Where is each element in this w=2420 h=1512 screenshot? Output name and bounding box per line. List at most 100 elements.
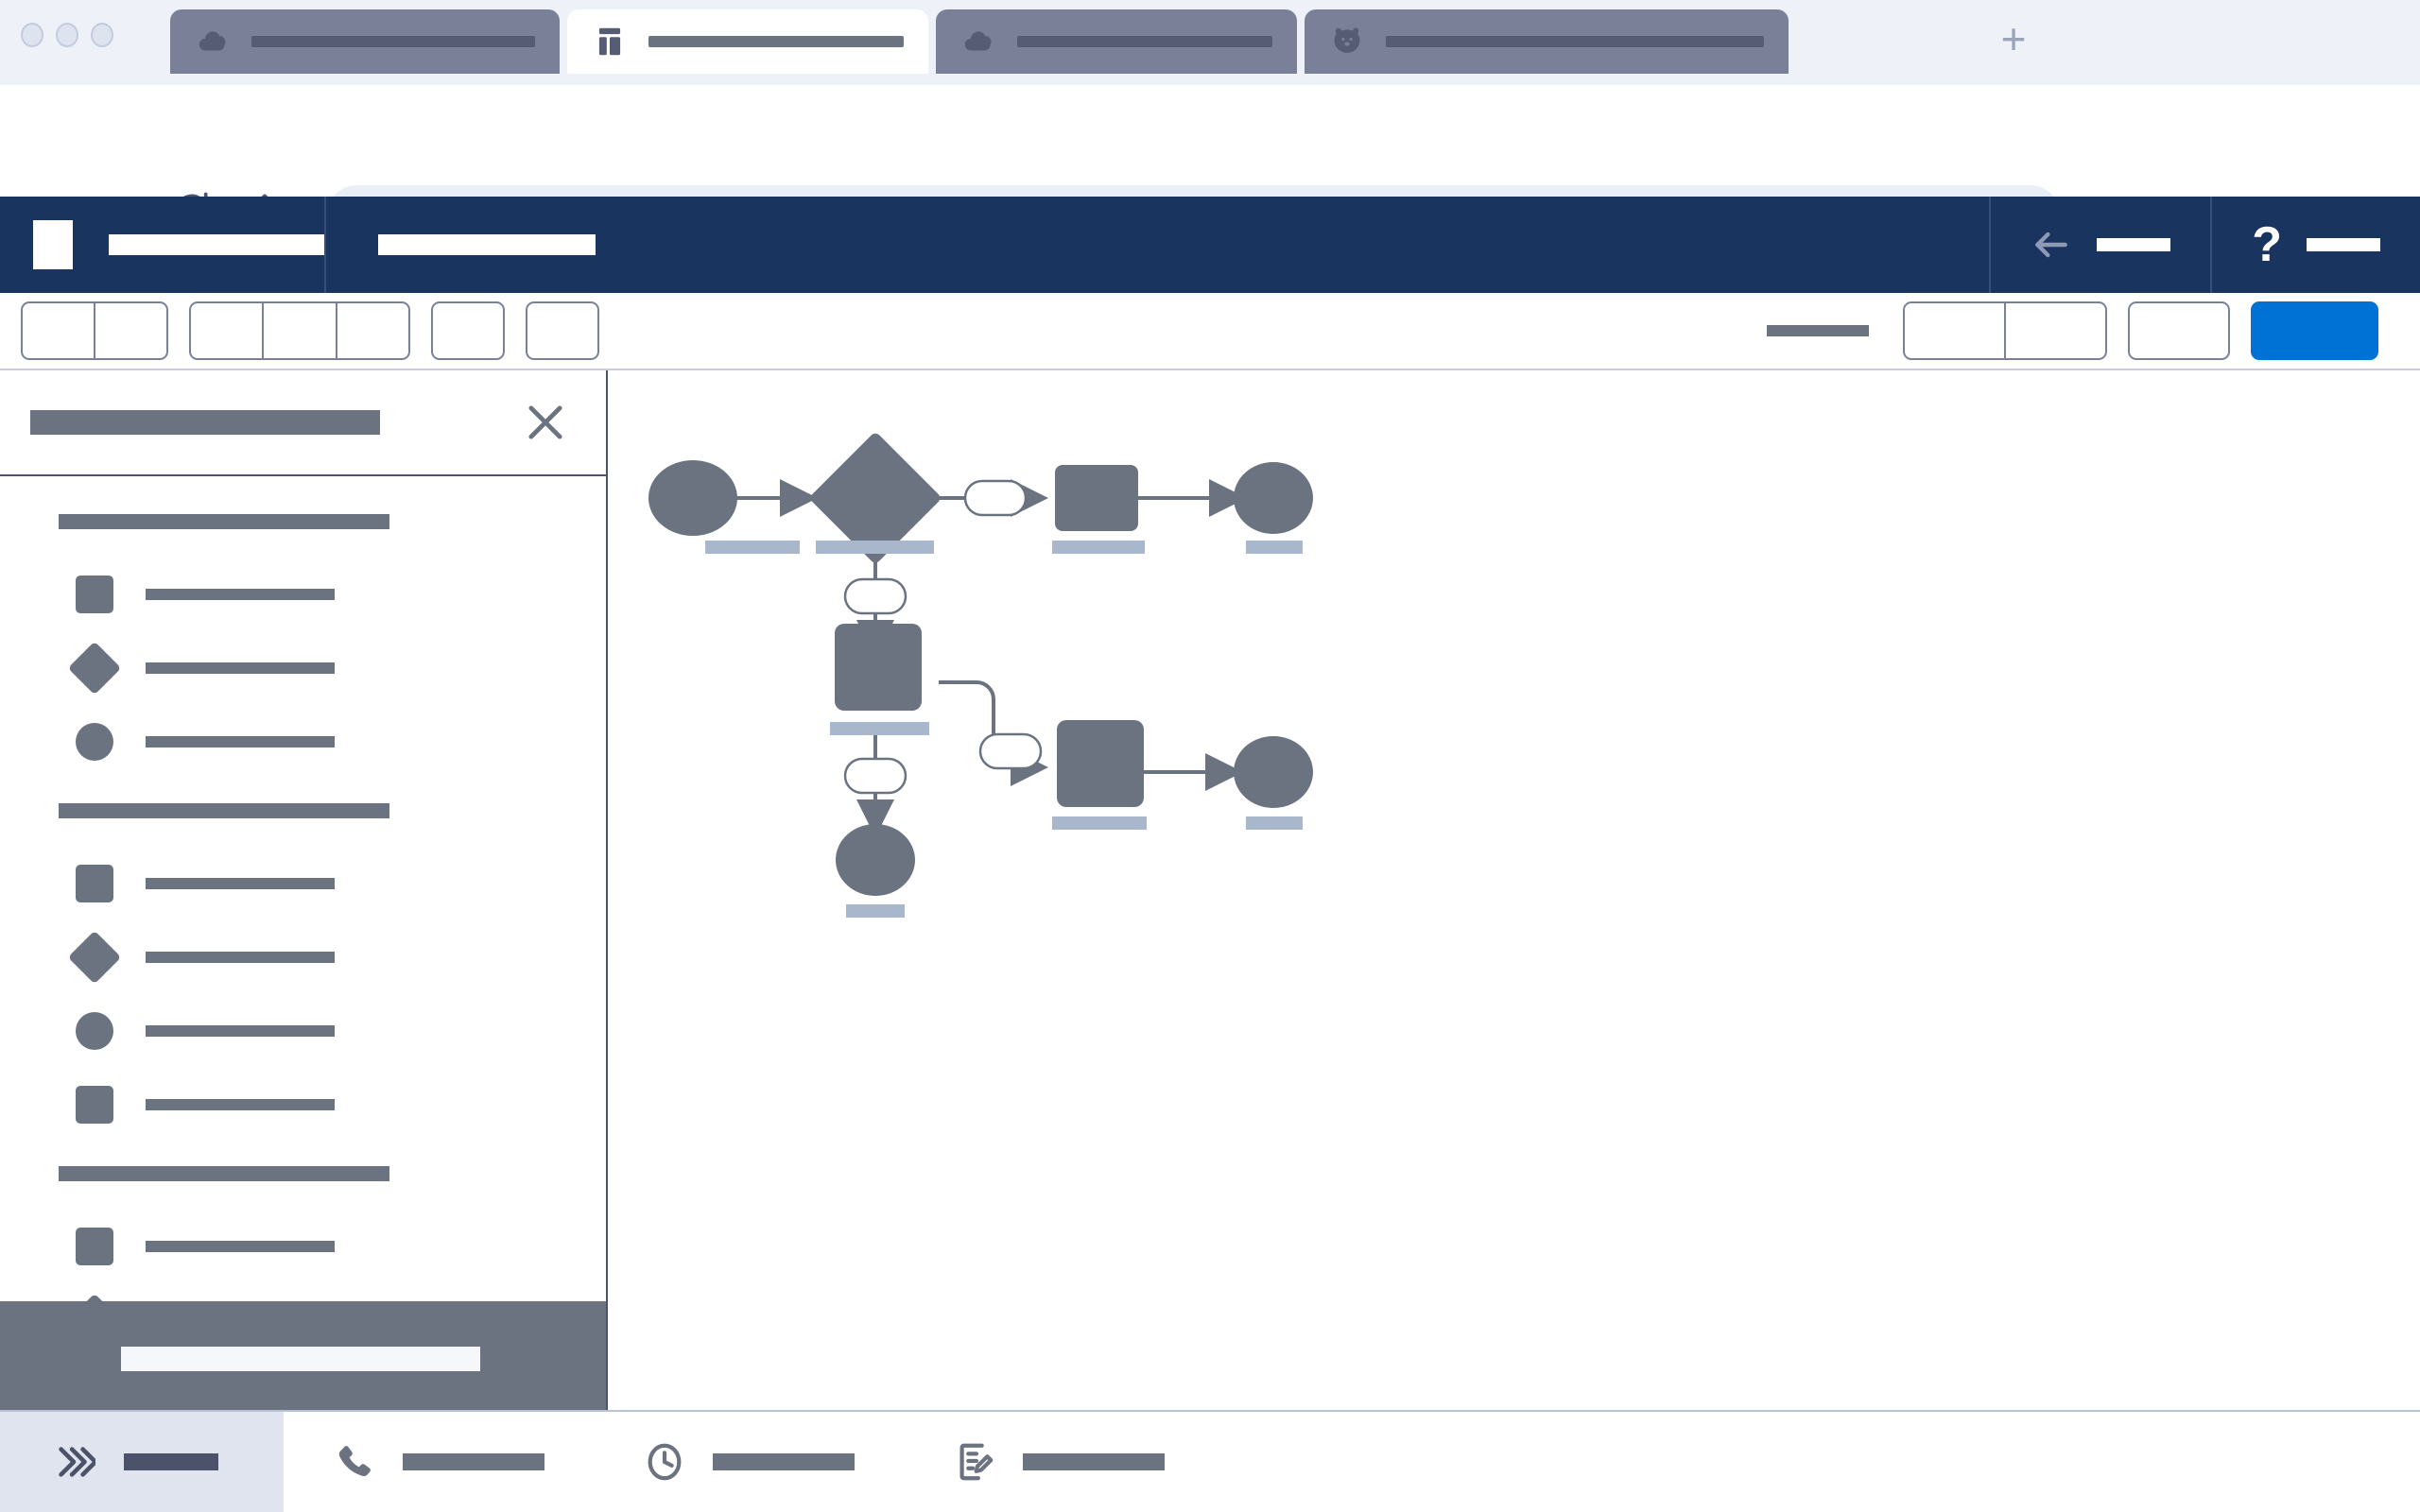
sidebar-item-1-2[interactable] <box>0 631 606 705</box>
node-n1-caption <box>705 541 800 554</box>
diamond-shape-icon <box>67 930 122 985</box>
diagram-canvas[interactable] <box>608 370 2420 1410</box>
bottom-bar-item-clock[interactable] <box>594 1412 904 1512</box>
edge-label-n2-n3[interactable] <box>963 479 1028 517</box>
node-n7-caption <box>1246 816 1303 830</box>
browser-tab-1[interactable] <box>170 9 560 74</box>
window-controls <box>21 23 113 47</box>
sidebar-section-title <box>59 514 389 529</box>
toolbar <box>0 293 2420 370</box>
browser-tab-2[interactable] <box>567 9 928 74</box>
sidebar-item-2-1[interactable] <box>0 847 606 920</box>
phone-icon <box>333 1440 376 1484</box>
cloud-icon <box>195 24 231 60</box>
node-n4-end[interactable] <box>1234 462 1313 534</box>
sidebar-footer-overlay[interactable] <box>0 1301 606 1410</box>
browser-tab-4[interactable] <box>1305 9 1789 74</box>
header-help-label <box>2307 238 2380 251</box>
arrow-left-icon <box>2035 232 2068 258</box>
brand-zone[interactable] <box>0 197 326 293</box>
bottom-bar-item-label <box>1023 1453 1165 1470</box>
sidebar-section-2 <box>0 803 606 1142</box>
sidebar-section-title <box>59 803 389 818</box>
toolbar-group-shape-tools <box>189 301 410 360</box>
header-back-label <box>2097 238 2171 251</box>
square-shape-icon <box>76 865 113 902</box>
sidebar-title <box>30 410 380 435</box>
node-n1-start[interactable] <box>648 460 737 536</box>
toolbar-primary-button[interactable] <box>2251 301 2378 360</box>
toolbar-button-zoom[interactable] <box>526 301 599 360</box>
bottom-bar-item-note[interactable] <box>904 1412 1214 1512</box>
toolbar-button-undo[interactable] <box>21 301 95 360</box>
sidebar-item-1-1[interactable] <box>0 558 606 631</box>
node-n3-process[interactable] <box>1055 465 1138 531</box>
toolbar-button-view-1[interactable] <box>1903 301 2005 360</box>
node-n2-decision[interactable] <box>808 431 942 564</box>
sidebar-item-label <box>146 952 335 963</box>
node-n5-caption <box>830 722 929 735</box>
node-n8-caption <box>846 904 905 918</box>
toolbar-button-align[interactable] <box>431 301 505 360</box>
header-help-button[interactable]: ? <box>2210 197 2420 293</box>
page-title <box>378 234 596 255</box>
app-logo-icon <box>33 220 73 269</box>
tab-title <box>1017 36 1272 47</box>
toolbar-button-redo[interactable] <box>95 301 168 360</box>
toolbar-group-primary <box>2251 301 2378 360</box>
sidebar-panel <box>0 370 608 1410</box>
node-n5-process[interactable] <box>835 624 922 711</box>
circle-shape-icon <box>76 723 113 761</box>
sidebar-item-1-3[interactable] <box>0 705 606 779</box>
toolbar-secondary-button[interactable] <box>2128 301 2230 360</box>
document-title-zone <box>326 197 1989 293</box>
close-dot[interactable] <box>21 23 43 47</box>
bottom-bar-handle[interactable] <box>0 1412 284 1512</box>
tabstrip <box>170 9 1796 77</box>
sidebar-body <box>0 476 606 1357</box>
node-n2-caption <box>816 541 934 554</box>
node-n7-end[interactable] <box>1234 736 1313 808</box>
sidebar-item-label <box>146 1025 335 1037</box>
node-n3-caption <box>1052 541 1145 554</box>
clock-icon <box>643 1440 686 1484</box>
toolbar-button-shape-1[interactable] <box>189 301 263 360</box>
sidebar-item-2-3[interactable] <box>0 994 606 1068</box>
node-n6-process[interactable] <box>1057 720 1144 807</box>
sidebar-item-2-2[interactable] <box>0 920 606 994</box>
minimize-dot[interactable] <box>56 23 78 47</box>
edge-label-n2-n5[interactable] <box>843 577 908 615</box>
browser-tab-3[interactable] <box>936 9 1297 74</box>
toolbar-button-shape-3[interactable] <box>337 301 410 360</box>
circle-shape-icon <box>76 1012 113 1050</box>
edge-label-n5-n8[interactable] <box>843 757 908 795</box>
toolbar-right <box>1767 301 2399 360</box>
flow-diagram <box>648 431 1313 918</box>
bottom-bar-item-phone[interactable] <box>284 1412 594 1512</box>
toolbar-button-shape-2[interactable] <box>263 301 337 360</box>
bottom-bar-item-label <box>713 1453 855 1470</box>
zoom-dot[interactable] <box>91 23 113 47</box>
toolbar-group-view <box>1903 301 2107 360</box>
node-n8-end[interactable] <box>836 824 915 896</box>
close-icon[interactable] <box>521 398 570 447</box>
note-edit-icon <box>953 1440 996 1484</box>
edge-labels <box>843 479 1043 795</box>
diagram-edges <box>735 479 1247 837</box>
cloud-icon <box>960 24 996 60</box>
header-actions: ? <box>1989 197 2420 293</box>
sidebar-item-3-1[interactable] <box>0 1210 606 1283</box>
header-back-button[interactable] <box>1989 197 2210 293</box>
sidebar-item-label <box>146 1241 335 1252</box>
sidebar-item-label <box>146 1099 335 1110</box>
toolbar-group-align <box>431 301 505 360</box>
toolbar-button-view-2[interactable] <box>2005 301 2107 360</box>
bottom-bar <box>0 1410 2420 1512</box>
sidebar-item-2-4[interactable] <box>0 1068 606 1142</box>
new-tab-button[interactable]: + <box>2000 14 2027 63</box>
sidebar-item-label <box>146 589 335 600</box>
edge-label-n5-n6[interactable] <box>978 732 1043 770</box>
diamond-shape-icon <box>67 641 122 696</box>
square-shape-icon <box>76 576 113 613</box>
toolbar-group-secondary <box>2128 301 2230 360</box>
